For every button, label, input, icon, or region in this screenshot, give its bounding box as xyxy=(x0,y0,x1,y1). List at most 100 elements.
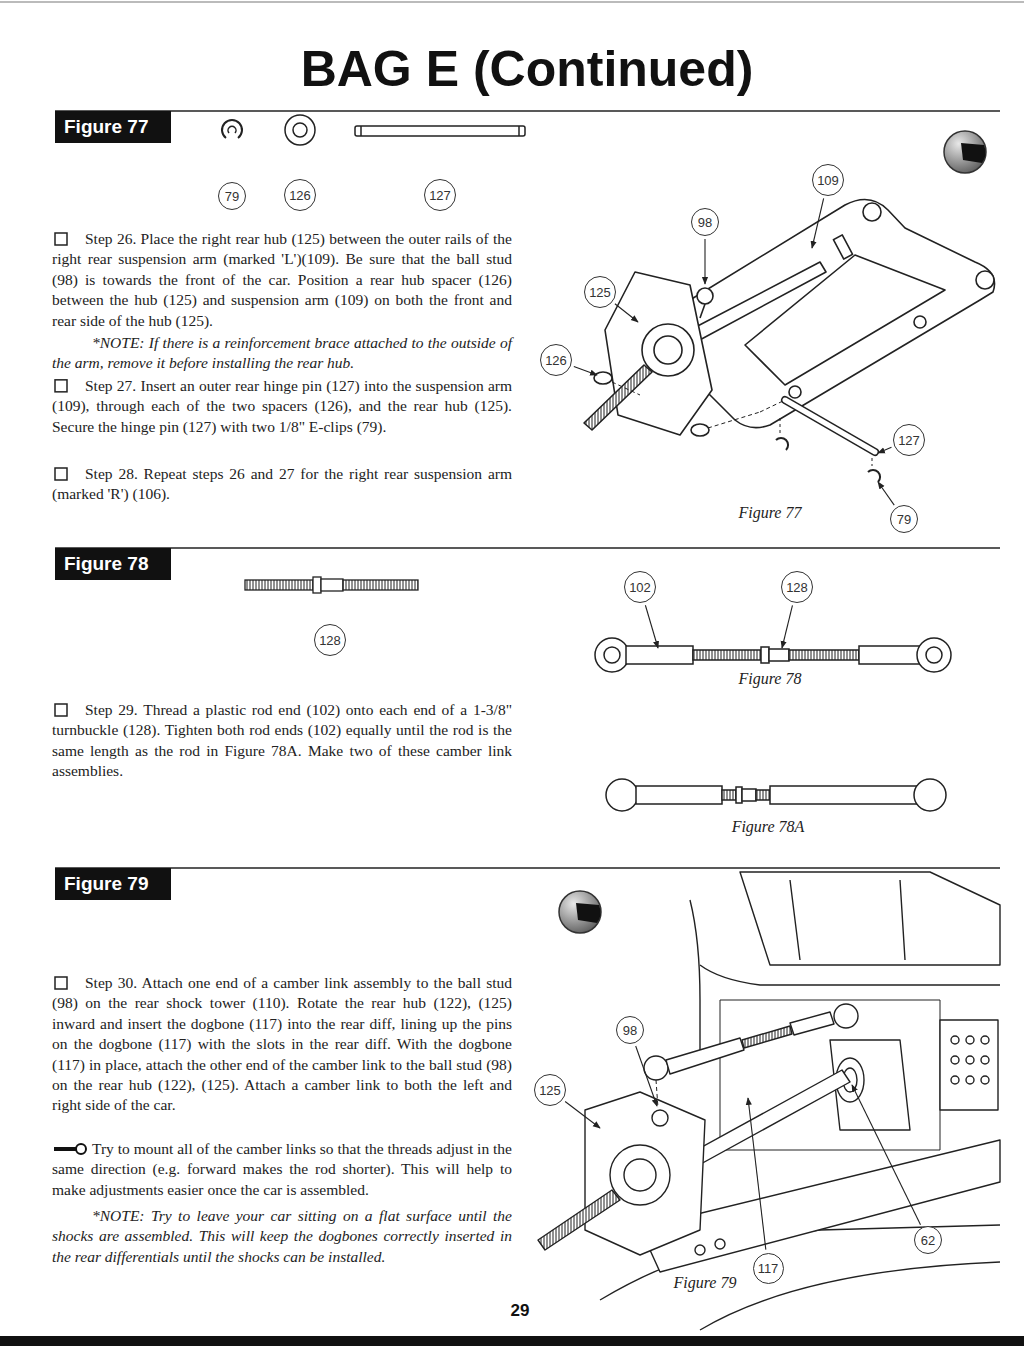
page-title: BAG E (Continued) xyxy=(30,40,1024,98)
wrench-handle xyxy=(54,1147,76,1151)
page-rules xyxy=(55,110,1000,112)
leader-line xyxy=(852,1085,921,1225)
instruction-step: Step 28. Repeat steps 26 and 27 for the … xyxy=(52,464,512,505)
page-number: 29 xyxy=(470,1301,570,1321)
helmet-icon xyxy=(961,143,986,163)
rear-end-drawing xyxy=(740,872,1000,965)
rear-hub-arm-drawing xyxy=(776,438,788,450)
camber-link-reference xyxy=(742,789,756,801)
camber-link-drawing xyxy=(859,646,920,664)
checkbox xyxy=(55,468,67,480)
callout-circle: 125 xyxy=(584,276,616,308)
leader-line xyxy=(748,1098,766,1250)
leader-line xyxy=(565,1101,600,1128)
camber-link-reference xyxy=(756,790,770,800)
turnbuckle-part xyxy=(321,579,343,591)
figure-heading-band: Figure 77 xyxy=(55,111,171,143)
rear-hub-arm-drawing xyxy=(789,386,801,398)
rear-end-drawing xyxy=(644,1056,668,1080)
callout-circle: 127 xyxy=(424,179,456,211)
camber-link-reference xyxy=(606,779,946,811)
figure-number: Figure 79 xyxy=(64,873,148,894)
callout-number: 109 xyxy=(817,173,839,188)
camber-link-reference xyxy=(770,786,918,804)
callout-circle: 126 xyxy=(540,344,572,376)
rear-hub-arm-drawing xyxy=(700,304,705,318)
callout-number: 126 xyxy=(289,188,311,203)
wrench-icon xyxy=(54,1144,86,1154)
camber-link-reference xyxy=(914,779,946,811)
rear-hub-arm-drawing xyxy=(976,271,994,289)
callout-number: 126 xyxy=(545,353,567,368)
figure-caption: Figure 77 xyxy=(710,504,830,522)
turnbuckle-part xyxy=(343,580,418,590)
callout-circle: 102 xyxy=(624,571,656,603)
leader-lines xyxy=(565,198,920,1249)
rear-hub-arm-drawing xyxy=(863,203,881,221)
callout-circle: 126 xyxy=(284,179,316,211)
leader-line xyxy=(782,605,792,648)
figure-number: Figure 77 xyxy=(64,116,148,137)
rear-end-drawing xyxy=(951,1036,989,1084)
rear-end-drawing xyxy=(981,1056,989,1064)
camber-link-reference xyxy=(606,779,638,811)
rear-end-drawing xyxy=(585,1092,705,1255)
rear-end-drawing xyxy=(666,1038,744,1074)
parts-row xyxy=(285,115,315,145)
camber-link-drawing xyxy=(789,650,859,660)
checkbox xyxy=(55,977,67,989)
parts-row xyxy=(222,115,525,145)
camber-link-drawing xyxy=(926,647,942,663)
checkbox xyxy=(55,380,67,392)
leader-line xyxy=(812,198,824,248)
rear-end-drawing xyxy=(790,1012,834,1035)
turnbuckle-part xyxy=(245,577,418,593)
rear-end-drawing xyxy=(652,1110,668,1126)
rear-end-drawing xyxy=(538,872,1000,1330)
leader-line xyxy=(615,304,638,322)
rear-hub-arm-drawing xyxy=(780,418,872,466)
figure-caption: Figure 78A xyxy=(708,818,828,836)
rear-hub-arm-drawing xyxy=(691,424,709,436)
rear-hub-arm-drawing xyxy=(690,262,826,342)
callout-number: 98 xyxy=(698,215,712,230)
checkbox xyxy=(55,233,67,245)
callout-number: 102 xyxy=(629,580,651,595)
rear-end-drawing xyxy=(742,1026,792,1048)
rear-end-drawing xyxy=(940,1020,998,1110)
rear-end-drawing xyxy=(966,1036,974,1044)
camber-link-drawing xyxy=(604,647,620,663)
callout-circle: 128 xyxy=(314,624,346,656)
rear-end-drawing xyxy=(695,1245,705,1255)
helmet-icon xyxy=(559,891,601,933)
rear-hub-arm-drawing xyxy=(594,372,612,384)
rear-end-drawing xyxy=(951,1056,959,1064)
callout-circle: 117 xyxy=(753,1253,784,1284)
rear-hub-arm-drawing xyxy=(833,235,852,259)
camber-link-drawing xyxy=(595,638,951,672)
rear-end-drawing xyxy=(966,1076,974,1084)
camber-link-reference xyxy=(736,787,742,803)
rear-hub-arm-drawing xyxy=(605,272,712,435)
callout-circle: 98 xyxy=(616,1016,644,1044)
note-text: *NOTE: Try to leave your car sitting on … xyxy=(52,1206,512,1267)
callout-number: 98 xyxy=(623,1023,637,1038)
figure-caption: Figure 79 xyxy=(655,1274,755,1292)
leader-line xyxy=(636,1046,657,1106)
note-text: *NOTE: If there is a reinforcement brace… xyxy=(52,333,512,374)
callout-number: 117 xyxy=(758,1261,779,1276)
parts-row xyxy=(355,126,525,136)
callout-number: 127 xyxy=(429,188,451,203)
rear-end-drawing xyxy=(715,1239,725,1249)
rear-end-drawing xyxy=(981,1036,989,1044)
parts-row xyxy=(518,126,520,136)
rear-end-drawing xyxy=(790,880,905,960)
callout-circle: 109 xyxy=(812,164,844,196)
checkbox xyxy=(55,704,67,716)
callout-circle: 79 xyxy=(218,182,246,210)
rear-end-drawing xyxy=(690,900,700,1060)
page-rules xyxy=(55,547,1000,549)
rear-hub-arm-drawing xyxy=(690,200,995,428)
